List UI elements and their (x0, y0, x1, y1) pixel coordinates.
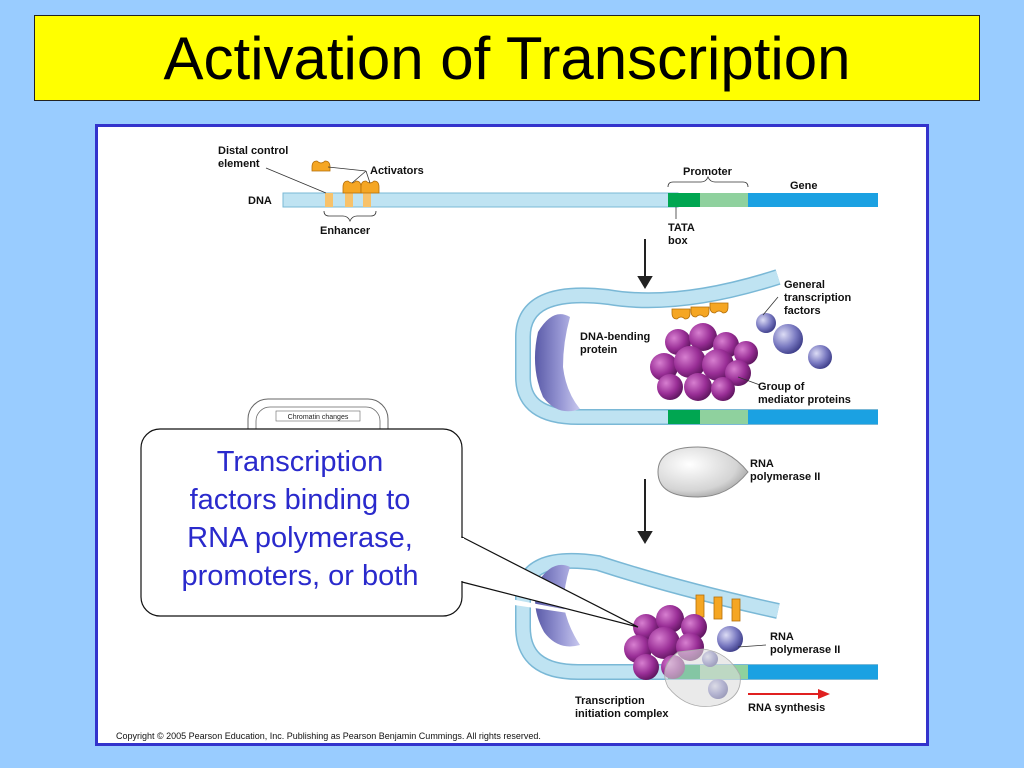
promoter-region (700, 193, 748, 207)
label-rnap2-1: RNA (770, 631, 794, 643)
label-gene: Gene (790, 180, 818, 192)
label-enhancer: Enhancer (320, 225, 371, 237)
label-tata-2: box (668, 235, 688, 247)
general-transcription-factors (756, 313, 832, 369)
dna-strand (282, 192, 679, 208)
label-mediator-1: Group of (758, 381, 805, 393)
dna-bending-protein (534, 314, 580, 412)
label-dna-bending-2: protein (580, 344, 618, 356)
label-activators: Activators (370, 165, 424, 177)
callout-bubble (140, 428, 639, 628)
label-distal-control-2: element (218, 158, 260, 170)
activator-proteins (311, 160, 380, 194)
label-mediator-2: mediator proteins (758, 394, 851, 406)
label-promoter: Promoter (683, 166, 733, 178)
label-rnap2-2: polymerase II (770, 644, 840, 656)
diagram-svg: Distal control element Activators DNA En… (116, 145, 878, 741)
flow-arrows (637, 239, 653, 544)
callout-text: Transcription factors binding to RNA pol… (140, 443, 460, 595)
label-gtf-1: General (784, 279, 825, 291)
callout-line-2: factors binding to (189, 484, 411, 516)
label-rnap-2: polymerase II (750, 471, 820, 483)
label-dna-bending-1: DNA-bending (580, 331, 650, 343)
panel-linear-dna: Distal control element Activators DNA En… (218, 145, 878, 247)
copyright-notice: Copyright © 2005 Pearson Education, Inc.… (116, 731, 541, 741)
panel-initiation-complex: RNA polymerase II Transcription initiati… (515, 552, 878, 720)
rna-synthesis-arrow (748, 689, 830, 699)
label-tic-2: initiation complex (575, 708, 669, 720)
callout-line-3: RNA polymerase, (187, 522, 413, 554)
gene-region (748, 193, 878, 207)
label-gtf-2: transcription (784, 292, 852, 304)
rna-polymerase-free: RNA polymerase II (657, 446, 820, 498)
label-gtf-3: factors (784, 305, 821, 317)
label-tic-1: Transcription (575, 695, 645, 707)
callout-line-4: promoters, or both (181, 560, 419, 592)
label-rna-synthesis: RNA synthesis (748, 702, 825, 714)
title-box: Activation of Transcription (34, 15, 980, 101)
callout-line-1: Transcription (216, 446, 384, 478)
panel-looped-dna: General transcription factors DNA-bendin… (515, 269, 878, 425)
tata-box (668, 193, 700, 207)
diagram-figure: Distal control element Activators DNA En… (95, 124, 929, 746)
label-rnap-1: RNA (750, 458, 774, 470)
slide-title: Activation of Transcription (163, 24, 851, 92)
label-chromatin: Chromatin changes (288, 414, 349, 421)
label-dna: DNA (248, 195, 272, 207)
label-tata-1: TATA (668, 222, 695, 234)
mediator-protein-cluster (650, 323, 758, 401)
label-distal-control-1: Distal control (218, 145, 288, 157)
